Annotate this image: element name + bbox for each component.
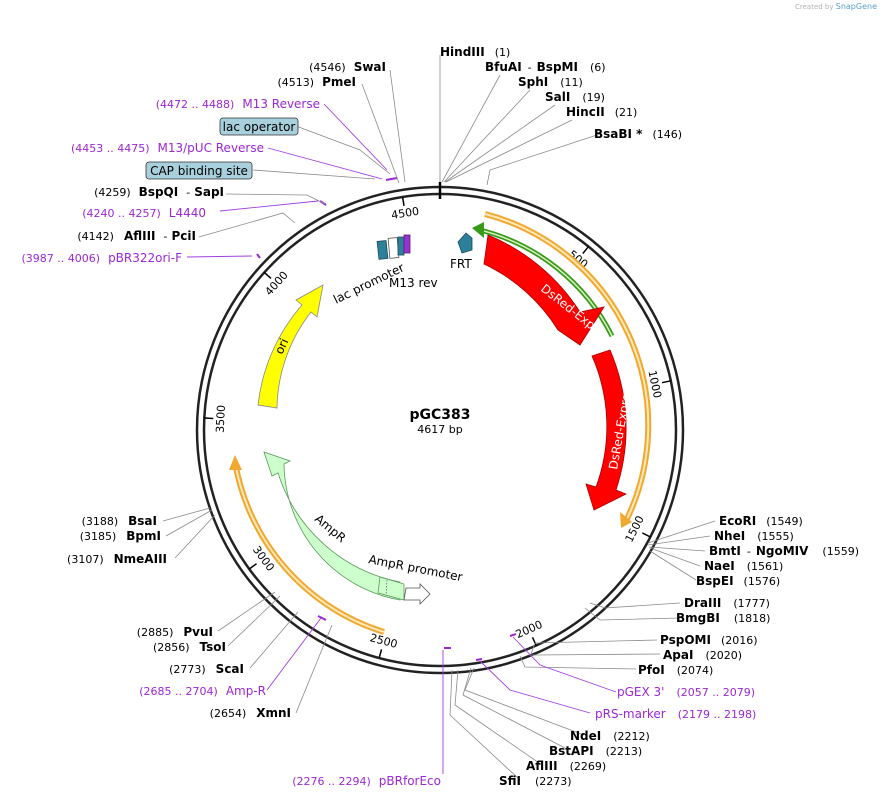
primer-leader-lines — [186, 103, 617, 774]
plasmid-name: pGC383 — [409, 407, 470, 423]
svg-text:PspOMI(2016): PspOMI(2016) — [660, 633, 758, 647]
svg-text:HincII(21): HincII(21) — [566, 105, 637, 119]
svg-text:(4546)SwaI: (4546)SwaI — [309, 60, 386, 74]
svg-text:(3185)BpmI: (3185)BpmI — [80, 529, 161, 543]
feature-lac-promoter[interactable] — [387, 237, 400, 259]
feature-ori[interactable] — [257, 284, 324, 409]
svg-text:BstAPI(2213): BstAPI(2213) — [549, 744, 642, 758]
svg-text:PfoI(2074): PfoI(2074) — [638, 663, 713, 677]
orf-arrowhead-ampr — [229, 455, 242, 470]
tick-label: 1000 — [645, 369, 664, 399]
svg-text:(4513)PmeI: (4513)PmeI — [278, 75, 356, 89]
snapgene-logo: SnapGene — [835, 2, 877, 11]
svg-text:BmtI-NgoMIV(1559): BmtI-NgoMIV(1559) — [709, 544, 859, 558]
leader-lines — [162, 55, 716, 781]
svg-text:(3107)NmeAIII: (3107)NmeAIII — [67, 552, 167, 566]
cap-binding-site-label: CAP binding site — [150, 164, 248, 178]
svg-text:(2685 .. 2704)Amp-R: (2685 .. 2704)Amp-R — [139, 684, 266, 698]
tick-mark — [582, 246, 590, 255]
svg-text:pGEX 3'(2057 .. 2079): pGEX 3'(2057 .. 2079) — [617, 685, 755, 699]
tick-label: 4000 — [262, 269, 290, 299]
feature-dsred-express-1[interactable] — [483, 234, 605, 346]
svg-text:(4240 .. 4257)L4440: (4240 .. 4257)L4440 — [82, 206, 206, 220]
feature-ampr-promoter[interactable] — [403, 583, 431, 605]
tick-mark — [641, 532, 651, 538]
tick-mark — [661, 380, 671, 384]
svg-text:(2885)PvuI: (2885)PvuI — [137, 625, 213, 639]
orf-arrowhead-dsred — [620, 512, 632, 528]
tick-label: 3500 — [214, 405, 228, 434]
feature-label-m13-rev: M13 rev — [389, 276, 438, 290]
brand-credit: Created by SnapGene — [795, 2, 877, 11]
svg-text:NaeI(1561): NaeI(1561) — [704, 559, 783, 573]
svg-text:(2856)TsoI: (2856)TsoI — [153, 640, 226, 654]
svg-text:(4472 .. 4488)M13 Reverse: (4472 .. 4488)M13 Reverse — [156, 97, 320, 111]
orf-arrowhead-green — [472, 222, 484, 238]
feature-cap-binding[interactable] — [376, 240, 389, 260]
lac-operator-label: lac operator — [223, 120, 296, 134]
svg-text:EcoRI(1549): EcoRI(1549) — [719, 514, 803, 528]
feature-dsred-express-2[interactable] — [585, 349, 627, 511]
svg-text:SalI(19): SalI(19) — [545, 90, 605, 104]
svg-text:BfuAI-BspMI(6): BfuAI-BspMI(6) — [485, 60, 606, 74]
svg-text:BmgBI(1818): BmgBI(1818) — [676, 611, 770, 625]
feature-frt[interactable] — [457, 232, 473, 254]
lac-operator-box — [219, 117, 299, 136]
svg-text:ApaI(2020): ApaI(2020) — [663, 648, 742, 662]
svg-text:DraIII(1777): DraIII(1777) — [684, 596, 770, 610]
svg-text:(4142)AflIII-PciI: (4142)AflIII-PciI — [77, 229, 196, 243]
svg-text:AflIII(2269): AflIII(2269) — [526, 759, 606, 773]
site-labels-right: HindIII(1) BfuAI-BspMI(6) SphI(11) SalI(… — [440, 45, 859, 788]
svg-text:BspEI(1576): BspEI(1576) — [696, 574, 780, 588]
svg-text:(3987 .. 4006)pBR322ori-F: (3987 .. 4006)pBR322ori-F — [22, 251, 183, 265]
tick-mark — [378, 649, 383, 659]
site-labels-left: (4546)SwaI (4513)PmeI (4259)BspQI-SapI (… — [67, 60, 386, 720]
feature-lac-operator[interactable] — [397, 236, 405, 256]
svg-text:(2654)XmnI: (2654)XmnI — [210, 706, 291, 720]
feature-ampr-promoter-box[interactable] — [377, 576, 405, 601]
feature-label-frt: FRT — [450, 257, 472, 271]
tick-mark — [263, 271, 272, 279]
feature-m13-rev[interactable] — [403, 234, 411, 254]
plasmid-length: 4617 bp — [417, 423, 462, 436]
svg-text:BsaBI *(146): BsaBI *(146) — [594, 127, 682, 141]
tick-mark — [531, 636, 537, 646]
boxed-feature-labels: lac operator CAP binding site — [145, 117, 299, 180]
svg-text:NdeI(2212): NdeI(2212) — [570, 729, 650, 743]
tick-mark — [401, 196, 405, 206]
svg-text:(4259)BspQI-SapI: (4259)BspQI-SapI — [94, 185, 224, 199]
svg-text:(4453 .. 4475)M13/pUC Reverse: (4453 .. 4475)M13/pUC Reverse — [71, 141, 264, 155]
svg-text:(2276 .. 2294)pBRforEco: (2276 .. 2294)pBRforEco — [292, 774, 441, 788]
svg-text:(2773)ScaI: (2773)ScaI — [169, 662, 244, 676]
svg-text:pRS-marker(2179 .. 2198): pRS-marker(2179 .. 2198) — [595, 707, 756, 721]
tick-label: 4500 — [390, 205, 420, 222]
svg-text:SfiI(2273): SfiI(2273) — [499, 774, 572, 788]
tick-label: 2000 — [514, 618, 545, 641]
tick-label: 2500 — [368, 631, 398, 651]
cap-binding-site-box — [145, 161, 253, 180]
svg-text:(3188)BsaI: (3188)BsaI — [82, 514, 157, 528]
svg-text:NheI(1555): NheI(1555) — [714, 529, 794, 543]
tick-mark — [248, 563, 257, 570]
svg-text:SphI(11): SphI(11) — [518, 75, 583, 89]
feature-label-ori: ori — [272, 336, 291, 356]
primer-labels: (4472 .. 4488)M13 Reverse (4453 .. 4475)… — [22, 97, 757, 788]
svg-text:HindIII(1): HindIII(1) — [440, 45, 510, 59]
